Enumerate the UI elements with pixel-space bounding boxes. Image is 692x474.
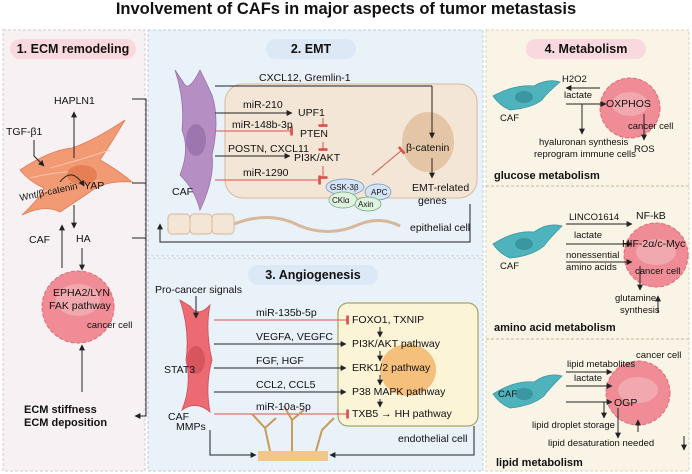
wnt-yap-arrow (59, 174, 85, 187)
ck-label: CKlα (332, 196, 350, 205)
caf-label-angio: CAF (168, 411, 189, 423)
tgfb1-label: TGF-β1 (6, 126, 43, 138)
ecm-outcome-line1: ECM stiffness (24, 404, 97, 416)
caf-teal-nucleus-glucose (515, 91, 533, 103)
panel-title-angio: 3. Angiogenesis (248, 265, 378, 285)
panel-ecm-bg (2, 29, 146, 472)
target-4: P38 MAPK pathway (352, 386, 446, 398)
cancer-cell-lipid-label: cancer cell (636, 350, 682, 361)
arrow-tgfb1 (33, 140, 45, 167)
axin-node (354, 196, 382, 212)
mmps-label: MMPs (176, 421, 206, 433)
lipid-metabolites-label: lipid metabolites (567, 359, 636, 370)
lipid-metabolism-label: lipid metabolism (496, 457, 583, 469)
panel-title-emt: 2. EMT (266, 39, 356, 59)
gsk3b-label: GSK-3β (330, 183, 359, 192)
glucose-metabolism-label: glucose metabolism (494, 170, 600, 182)
hif-label: HIF-2α/c-Myc (622, 238, 686, 250)
signal-3: FGF, HGF (256, 355, 304, 367)
caf-teal-nucleus-lipid (515, 388, 533, 400)
pro-cancer-label: Pro-cancer signals (155, 284, 242, 296)
oxphos-label: OXPHOS (606, 98, 651, 110)
lactate-amino-label: lactate (574, 230, 602, 241)
ha-label: HA (76, 233, 91, 245)
bracket-mmps (209, 430, 257, 458)
emt-genes-line1: EMT-related (412, 182, 470, 194)
caf-orange-nucleus (67, 165, 97, 185)
signal-1: miR-135b-5p (256, 307, 317, 319)
apc-label: APC (371, 188, 388, 197)
yap-label: YAP (84, 180, 105, 192)
h2o2-label: H2O2 (562, 74, 587, 85)
ecm-outcome-line2: ECM deposition (24, 417, 108, 429)
epithelial-cell-layer (167, 213, 401, 235)
ros-label: ROS (634, 144, 655, 155)
endothelial-label: endothelial cell (398, 433, 468, 445)
epithelial-label: epithelial cell (410, 222, 471, 234)
hapln1-label: HAPLN1 (54, 95, 95, 107)
lipid-storage-label: lipid droplet storage (532, 420, 615, 431)
caf-label-ecm: CAF (29, 234, 50, 246)
inhibit-complex-bcat (371, 145, 406, 176)
cancer-cell-glucose-label: cancer cell (628, 121, 674, 132)
linc-label: LINCO1614 (569, 212, 620, 223)
caf-label-glucose: CAF (500, 113, 519, 124)
target-3: ERK1/2 pathway (352, 362, 431, 374)
stat3-label: STAT3 (164, 364, 196, 376)
caf-label-emt: CAF (172, 186, 193, 198)
pathway-line1: EPHA2/LYN (53, 287, 110, 299)
lipid-desat-label: lipid desaturation needed (548, 438, 655, 449)
cancer-nucleus-glucose (612, 92, 648, 116)
emt-genes-line2: genes (418, 195, 447, 207)
signal-4: CCL2, CCL5 (256, 379, 316, 391)
cancer-nucleus-lipid (618, 377, 658, 403)
upf1-label: UPF1 (298, 107, 325, 119)
epithelial-nucleus (402, 112, 454, 172)
angio-nucleus (380, 344, 436, 396)
postn-label: POSTN, CXCL11 (228, 143, 309, 155)
amino-metabolism-label: amino acid metabolism (494, 322, 616, 334)
target-1: FOXO1, TXNIP (352, 314, 425, 326)
lactate-lipid-label: lactate (574, 373, 602, 384)
cancer-nucleus-ecm (56, 284, 100, 316)
panel-title-ecm: 1. ECM remodeling (10, 39, 136, 59)
pathway-line2: FAK pathway (49, 300, 111, 312)
nonessential-line2: amino acids (566, 262, 617, 273)
ogp-label: OGP (614, 397, 638, 409)
signal-5: miR-10a-5p (256, 401, 311, 413)
figure-title: Involvement of CAFs in major aspects of … (115, 0, 577, 18)
mir1290-label: miR-1290 (243, 167, 289, 179)
mir148-label: miR-148b-3p (232, 119, 293, 131)
nonessential-line1: nonessential (566, 250, 620, 261)
caf-red-nucleus (187, 346, 205, 374)
cxcl12-label: CXCL12, Gremlin-1 (259, 72, 351, 84)
signal-2: VEGFA, VEGFC (256, 331, 334, 343)
nfkb-label: NF-kB (636, 210, 666, 222)
target-2: PI3K/AKT pathway (352, 338, 440, 350)
caf-purple-nucleus (186, 124, 206, 156)
bracket-ecm-right (132, 98, 147, 419)
caf-teal-nucleus-amino (515, 238, 533, 250)
cancer-cell-label-ecm: cancer cell (87, 320, 133, 331)
lactate-glucose-label: lactate (564, 90, 592, 101)
caf-label-amino: CAF (500, 261, 519, 272)
blood-vessel-graphic (251, 405, 335, 461)
axin-label: Axin (358, 200, 374, 209)
cancer-cell-amino-label: cancer cell (635, 266, 681, 277)
bracket-emt-bottom (157, 204, 471, 243)
panel-title-metab: 4. Metabolism (526, 39, 646, 59)
hyaluronan-label: hyaluronan synthesis (539, 137, 629, 148)
pi3k-label: PI3K/AKT (294, 152, 341, 164)
caf-label-lipid: CAF (498, 389, 517, 400)
beta-catenin-label: β-catenin (406, 142, 450, 154)
pten-label: PTEN (300, 128, 329, 140)
target-5: TXB5 → HH pathway (352, 408, 452, 420)
glutamine-line2: synthesis (620, 305, 660, 316)
reprogram-label: reprogram immune cells (534, 149, 636, 160)
glutamine-line1: glutamine (615, 293, 657, 304)
bracket-angio-right (329, 426, 475, 458)
mir210-label: miR-210 (243, 99, 283, 111)
cancer-nucleus-amino (636, 239, 676, 265)
